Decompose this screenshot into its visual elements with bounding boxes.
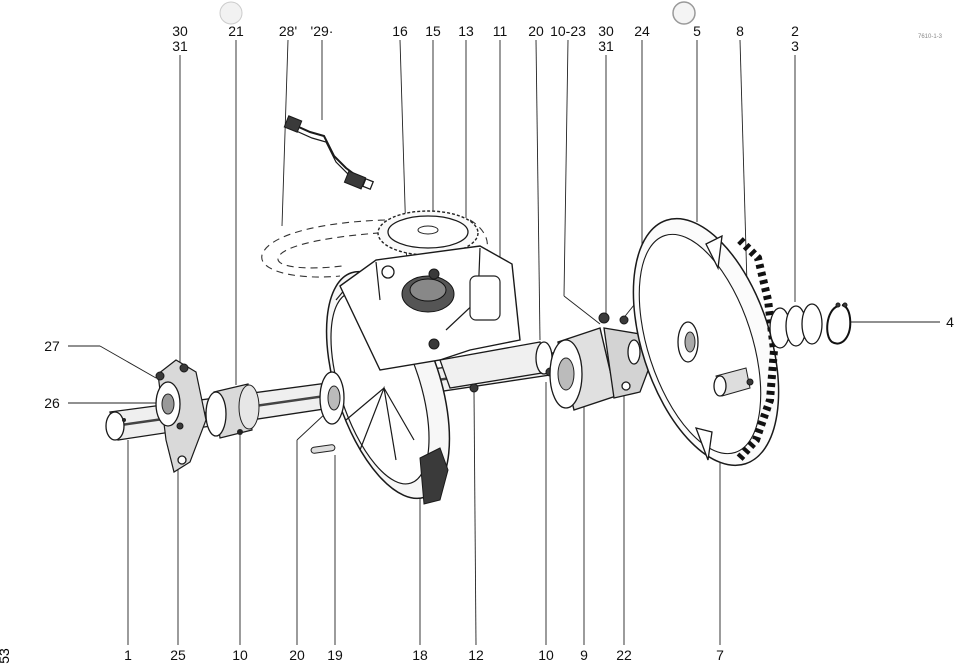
- punch-hole-mark: [672, 1, 696, 25]
- callout-10-right: 10: [538, 647, 554, 663]
- callout-text: 30: [598, 23, 614, 39]
- callout-8: 8: [736, 23, 744, 39]
- drawing-code: 7610-1-3: [918, 34, 943, 40]
- right-ring-gear-drum: [632, 217, 780, 467]
- callout-text: 31: [598, 38, 614, 54]
- callout-9: 9: [580, 647, 588, 663]
- chain-outline-dashed: [261, 219, 488, 278]
- callout-16: 16: [392, 23, 408, 39]
- callout-21: 21: [228, 23, 244, 39]
- callout-30-31-left: 30 31: [172, 24, 188, 54]
- callout-1: 1: [124, 647, 132, 663]
- speedometer-cable: [283, 115, 375, 191]
- callout-text: 2: [791, 23, 799, 39]
- callout-29: '29·: [310, 23, 334, 39]
- callout-20-top: 20: [528, 23, 544, 39]
- leader-lines: [68, 39, 940, 646]
- callout-25: 25: [170, 647, 186, 663]
- callout-text: 3: [791, 38, 799, 54]
- callout-4: 4: [946, 314, 954, 330]
- callout-text: 31: [172, 38, 188, 54]
- callout-18: 18: [412, 647, 428, 663]
- drive-sprocket: [377, 210, 479, 256]
- callout-26: 26: [44, 395, 60, 411]
- callout-19: 19: [327, 647, 343, 663]
- callout-30-31-right: 30 31: [598, 24, 614, 54]
- pinion-gear-assembly: [381, 265, 479, 393]
- brake-anchor-plate: [155, 359, 207, 473]
- axle-key: [310, 444, 336, 454]
- punch-hole-mark: [219, 1, 243, 25]
- callout-20-bottom: 20: [289, 647, 305, 663]
- callout-2-3: 2 3: [791, 24, 799, 54]
- callout-27: 27: [44, 338, 60, 354]
- callout-text: 30: [172, 23, 188, 39]
- page-number: 53: [0, 648, 12, 664]
- callout-12: 12: [468, 647, 484, 663]
- axle-spacer-left: [205, 383, 260, 439]
- callout-5: 5: [693, 23, 701, 39]
- callout-28: 28': [278, 23, 298, 39]
- callout-11: 11: [492, 23, 508, 39]
- drum-pin: [713, 367, 754, 397]
- circlip: [826, 302, 852, 345]
- callout-24: 24: [634, 23, 650, 39]
- spring-washers: [769, 303, 823, 349]
- callout-10-left: 10: [232, 647, 248, 663]
- callout-7: 7: [716, 647, 724, 663]
- callout-10-23: 10-23: [550, 23, 586, 39]
- callout-15: 15: [425, 23, 441, 39]
- callout-13: 13: [458, 23, 474, 39]
- callout-22: 22: [616, 647, 632, 663]
